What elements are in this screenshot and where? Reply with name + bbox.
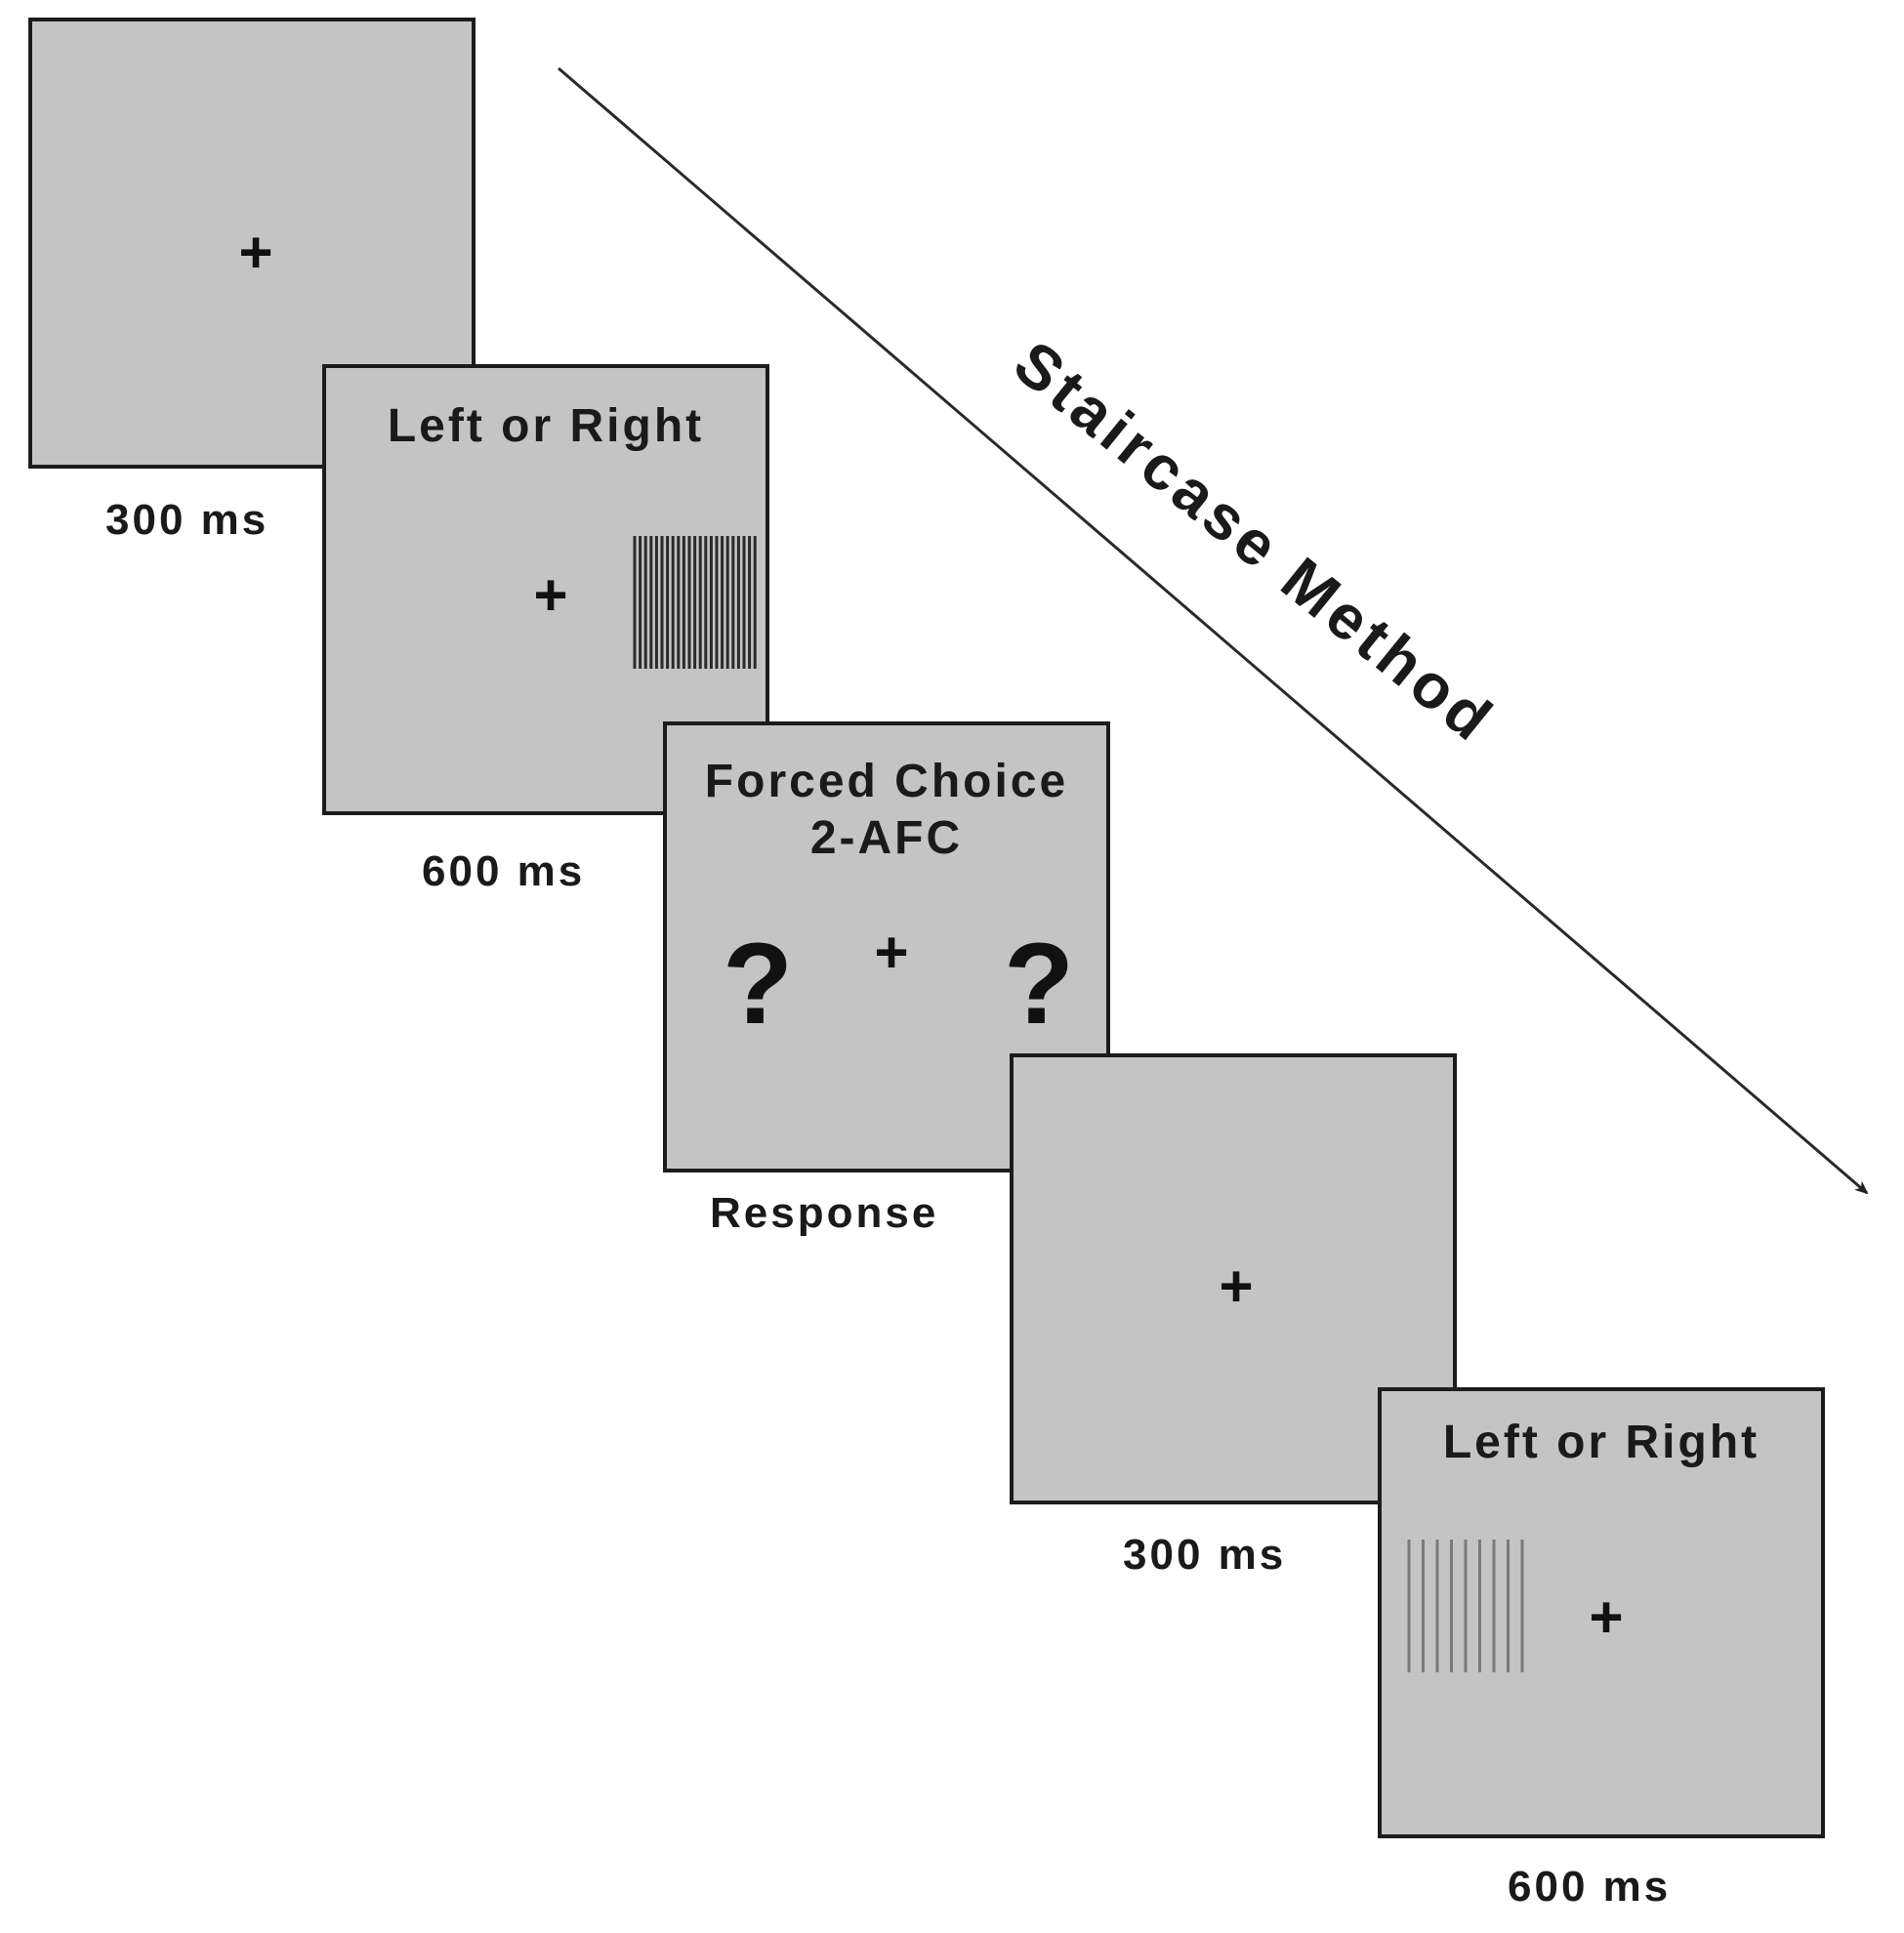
question-mark-left: ?	[723, 920, 794, 1049]
frame-3-label: Response	[710, 1189, 939, 1237]
frame-5-title: Left or Right	[1442, 1417, 1760, 1468]
grating-stimulus-right	[633, 536, 757, 669]
frame-3-title-line2: 2-AFC	[809, 812, 964, 864]
fixation-cross: +	[1589, 1584, 1624, 1650]
frame-2-duration: 600 ms	[422, 847, 586, 895]
fixation-cross: +	[874, 920, 909, 985]
frame-3-title-line1: Forced Choice	[704, 756, 1069, 807]
frame-4-duration: 300 ms	[1123, 1531, 1287, 1579]
question-mark-right: ?	[1004, 920, 1075, 1049]
frame-5-duration: 600 ms	[1508, 1863, 1672, 1911]
frame-1-duration: 300 ms	[105, 496, 269, 544]
fixation-cross: +	[238, 220, 273, 285]
fixation-cross: +	[533, 562, 568, 628]
frame-stimulus-left: Left or Right +	[1378, 1387, 1825, 1838]
frame-2-title: Left or Right	[387, 400, 705, 452]
fixation-cross: +	[1219, 1254, 1254, 1319]
grating-stimulus-left	[1407, 1540, 1524, 1672]
